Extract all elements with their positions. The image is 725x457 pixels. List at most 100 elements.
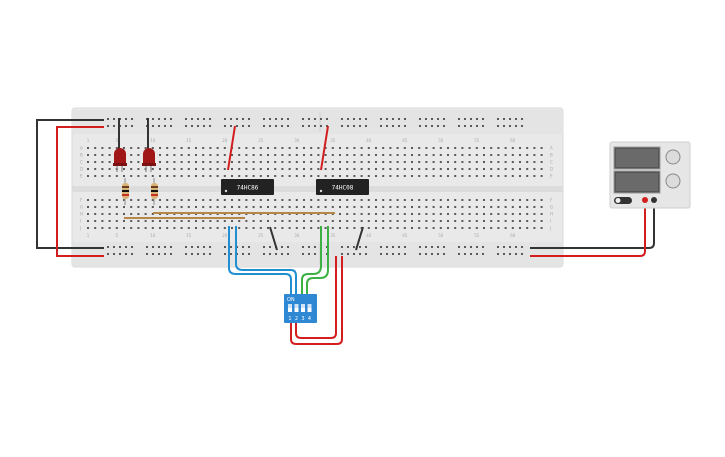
hole[interactable] bbox=[418, 154, 421, 156]
hole[interactable] bbox=[94, 147, 97, 149]
hole[interactable] bbox=[115, 175, 118, 177]
hole[interactable] bbox=[461, 199, 464, 201]
hole[interactable] bbox=[504, 175, 507, 177]
hole[interactable] bbox=[166, 227, 169, 229]
hole[interactable] bbox=[231, 199, 233, 201]
hole[interactable] bbox=[367, 206, 370, 208]
rail-hole[interactable] bbox=[425, 125, 427, 127]
hole[interactable] bbox=[504, 206, 507, 208]
rail-hole[interactable] bbox=[386, 125, 388, 127]
rail-hole[interactable] bbox=[431, 253, 433, 255]
hole[interactable] bbox=[288, 147, 291, 149]
hole[interactable] bbox=[223, 227, 226, 229]
hole[interactable] bbox=[288, 168, 291, 170]
rail-hole[interactable] bbox=[437, 246, 439, 248]
rail-hole[interactable] bbox=[482, 253, 484, 255]
hole[interactable] bbox=[324, 168, 327, 170]
hole[interactable] bbox=[303, 206, 305, 208]
hole[interactable] bbox=[475, 213, 478, 215]
hole[interactable] bbox=[159, 175, 161, 177]
hole[interactable] bbox=[159, 168, 161, 170]
hole[interactable] bbox=[497, 147, 500, 149]
rail-hole[interactable] bbox=[425, 253, 427, 255]
hole[interactable] bbox=[267, 199, 269, 201]
hole[interactable] bbox=[130, 213, 133, 215]
hole[interactable] bbox=[339, 175, 341, 177]
hole[interactable] bbox=[195, 147, 197, 149]
hole[interactable] bbox=[396, 199, 399, 201]
hole[interactable] bbox=[195, 206, 197, 208]
hole[interactable] bbox=[123, 168, 125, 170]
hole[interactable] bbox=[288, 154, 291, 156]
rail-hole[interactable] bbox=[113, 246, 115, 248]
hole[interactable] bbox=[526, 147, 529, 149]
rail-hole[interactable] bbox=[185, 246, 187, 248]
hole[interactable] bbox=[360, 175, 363, 177]
rail-hole[interactable] bbox=[509, 118, 511, 120]
hole[interactable] bbox=[382, 168, 385, 170]
hole[interactable] bbox=[123, 206, 125, 208]
hole[interactable] bbox=[454, 147, 457, 149]
rail-hole[interactable] bbox=[203, 125, 205, 127]
hole[interactable] bbox=[425, 175, 428, 177]
hole[interactable] bbox=[123, 227, 125, 229]
hole[interactable] bbox=[310, 220, 313, 222]
hole[interactable] bbox=[540, 227, 543, 229]
hole[interactable] bbox=[267, 154, 269, 156]
hole[interactable] bbox=[137, 161, 140, 163]
hole[interactable] bbox=[303, 154, 305, 156]
hole[interactable] bbox=[418, 161, 421, 163]
hole[interactable] bbox=[353, 227, 356, 229]
rail-hole[interactable] bbox=[164, 118, 166, 120]
hole[interactable] bbox=[432, 175, 435, 177]
rail-hole[interactable] bbox=[197, 253, 199, 255]
hole[interactable] bbox=[375, 220, 377, 222]
hole[interactable] bbox=[252, 220, 255, 222]
hole[interactable] bbox=[252, 227, 255, 229]
hole[interactable] bbox=[504, 227, 507, 229]
hole[interactable] bbox=[310, 227, 313, 229]
rail-hole[interactable] bbox=[275, 118, 277, 120]
hole[interactable] bbox=[216, 199, 219, 201]
hole[interactable] bbox=[504, 168, 507, 170]
hole[interactable] bbox=[281, 227, 284, 229]
rail-hole[interactable] bbox=[125, 253, 127, 255]
hole[interactable] bbox=[259, 175, 262, 177]
hole[interactable] bbox=[483, 206, 485, 208]
hole[interactable] bbox=[267, 220, 269, 222]
rail-hole[interactable] bbox=[320, 125, 322, 127]
hole[interactable] bbox=[317, 168, 320, 170]
rail-hole[interactable] bbox=[131, 125, 133, 127]
hole[interactable] bbox=[504, 154, 507, 156]
hole[interactable] bbox=[360, 206, 363, 208]
hole[interactable] bbox=[144, 175, 147, 177]
hole[interactable] bbox=[130, 175, 133, 177]
hole[interactable] bbox=[403, 147, 406, 149]
hole[interactable] bbox=[483, 220, 485, 222]
hole[interactable] bbox=[252, 206, 255, 208]
hole[interactable] bbox=[339, 161, 341, 163]
hole[interactable] bbox=[511, 206, 514, 208]
hole[interactable] bbox=[238, 227, 241, 229]
hole[interactable] bbox=[180, 199, 183, 201]
hole[interactable] bbox=[454, 175, 457, 177]
hole[interactable] bbox=[166, 168, 169, 170]
hole[interactable] bbox=[180, 161, 183, 163]
rail-hole[interactable] bbox=[392, 246, 394, 248]
rail-hole[interactable] bbox=[497, 246, 499, 248]
rail-hole[interactable] bbox=[365, 246, 367, 248]
hole[interactable] bbox=[511, 161, 514, 163]
hole[interactable] bbox=[375, 161, 377, 163]
hole[interactable] bbox=[468, 227, 471, 229]
hole[interactable] bbox=[202, 147, 205, 149]
hole[interactable] bbox=[353, 175, 356, 177]
hole[interactable] bbox=[173, 227, 176, 229]
hole[interactable] bbox=[209, 220, 212, 222]
hole[interactable] bbox=[360, 227, 363, 229]
hole[interactable] bbox=[425, 206, 428, 208]
hole[interactable] bbox=[375, 206, 377, 208]
resistor[interactable] bbox=[151, 178, 158, 205]
hole[interactable] bbox=[108, 227, 111, 229]
hole[interactable] bbox=[151, 168, 154, 170]
